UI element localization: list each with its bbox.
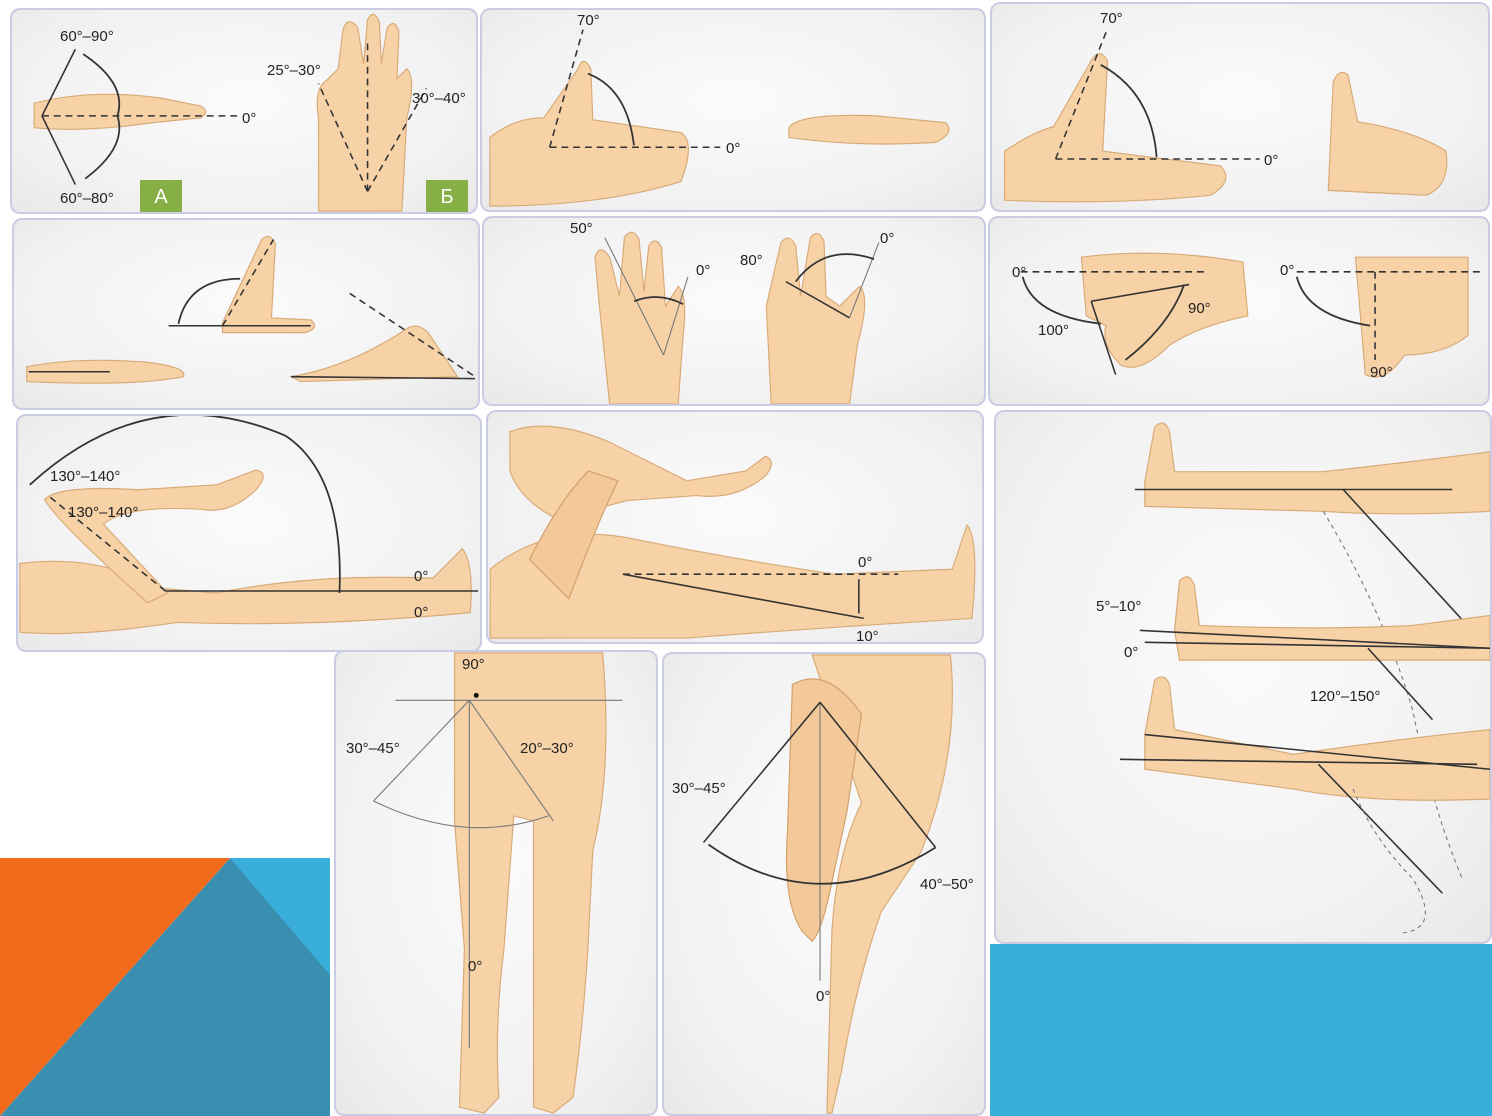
label-palm-80: 80° xyxy=(740,252,763,269)
label-fist-zero1: 0° xyxy=(1012,264,1026,281)
label-fist-100: 100° xyxy=(1038,322,1069,339)
label-wrist-zero: 0° xyxy=(242,110,256,127)
label-rot-left: 30°–45° xyxy=(672,780,726,797)
label-hip-left: 30°–45° xyxy=(346,740,400,757)
label-thumb2-angle: 70° xyxy=(1100,10,1123,27)
label-kright-510: 5°–10° xyxy=(1096,598,1141,615)
label-kright-zero: 0° xyxy=(1124,644,1138,661)
panel-knee-ext: 0° 10° xyxy=(486,410,984,644)
label-kext-ten: 10° xyxy=(856,628,879,644)
label-palm-zero-right: 0° xyxy=(880,230,894,247)
panel-thumb-ext xyxy=(12,218,480,410)
panel-thumb-palm: 50° 0° 80° 0° xyxy=(482,216,986,406)
label-rot-zero: 0° xyxy=(816,988,830,1005)
panel-knee-flex: 130°–140° 130°–140° 0° 0° xyxy=(16,414,482,652)
label-knee-z2: 0° xyxy=(414,604,428,621)
label-fingers-left: 25°–30° xyxy=(267,62,321,79)
label-wrist-bottom: 60°–80° xyxy=(60,190,114,207)
badge-b: Б xyxy=(426,180,468,214)
label-kext-zero: 0° xyxy=(858,554,872,571)
label-hip-right: 20°–30° xyxy=(520,740,574,757)
label-thumb1-zero: 0° xyxy=(726,140,740,157)
label-thumb2-zero: 0° xyxy=(1264,152,1278,169)
label-knee-z1: 0° xyxy=(414,568,428,585)
label-fist-90b: 90° xyxy=(1370,364,1393,381)
blue-block xyxy=(990,944,1492,1116)
label-palm-50: 50° xyxy=(570,220,593,237)
label-knee-a2: 130°–140° xyxy=(68,504,138,521)
panel-fist: 0° 100° 90° 0° 90° xyxy=(988,216,1490,406)
panel-knee-right: 5°–10° 0° 120°–150° xyxy=(994,410,1492,944)
label-fist-90: 90° xyxy=(1188,300,1211,317)
label-kright-range: 120°–150° xyxy=(1310,688,1380,705)
label-fist-zero2: 0° xyxy=(1280,262,1294,279)
panel-thumb-2: 70° 0° xyxy=(990,2,1490,212)
panel-thumb-1: 70° 0° xyxy=(480,8,986,212)
label-palm-zero-left: 0° xyxy=(696,262,710,279)
label-rot-right: 40°–50° xyxy=(920,876,974,893)
label-wrist-top: 60°–90° xyxy=(60,28,114,45)
panel-wrist-fingers: 60°–90° 0° 60°–80° А 25°–30° 30°–40° Б xyxy=(10,8,478,214)
label-knee-a1: 130°–140° xyxy=(50,468,120,485)
panel-hip-rot: 30°–45° 40°–50° 0° xyxy=(662,652,986,1116)
panel-hip-abd: 90° 30°–45° 20°–30° 0° xyxy=(334,650,658,1116)
label-hip-90: 90° xyxy=(462,656,485,673)
badge-a: А xyxy=(140,180,182,214)
label-fingers-right: 30°–40° xyxy=(412,90,466,107)
label-thumb1-angle: 70° xyxy=(577,12,600,29)
label-hip-zero: 0° xyxy=(468,958,482,975)
